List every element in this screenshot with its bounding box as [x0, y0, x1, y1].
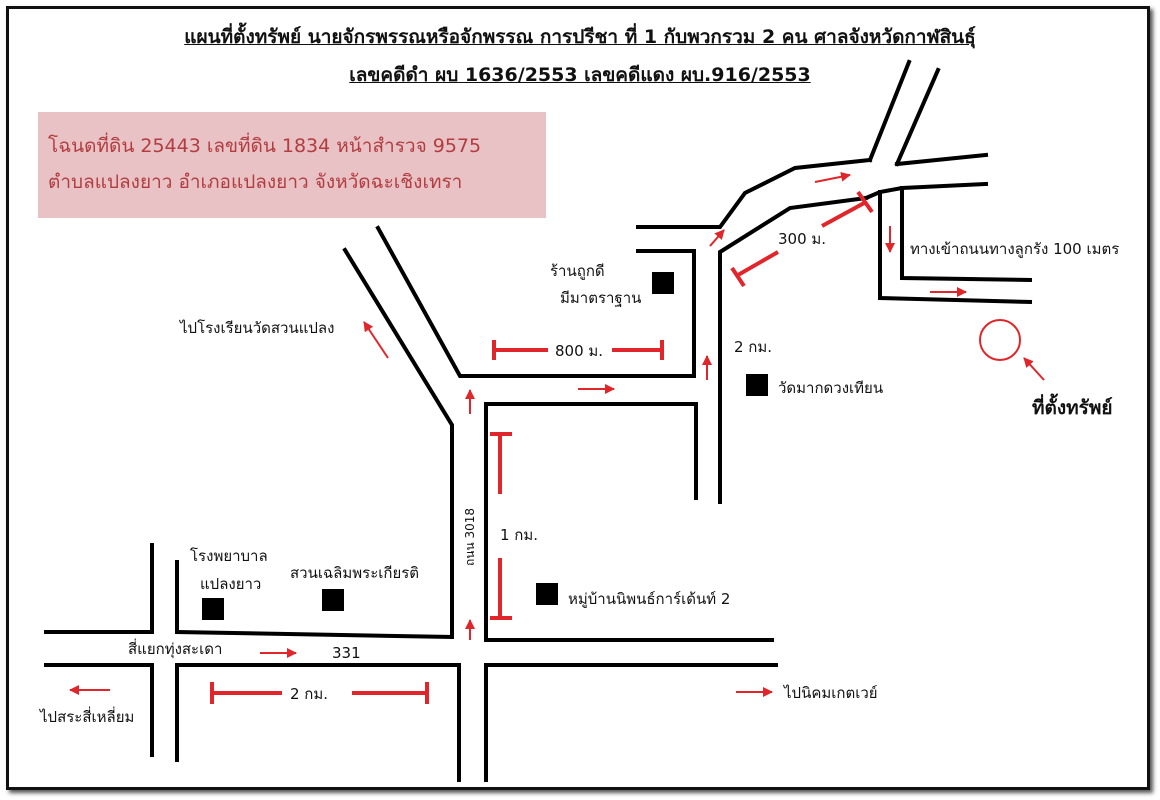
- distance-marker-300m: [730, 190, 874, 288]
- village-marker-icon: [536, 583, 558, 605]
- northeast-road-west-edge: [636, 157, 873, 229]
- distance-marker-800m: [492, 340, 664, 360]
- distance-2km-right-label: 2 กม.: [734, 338, 772, 356]
- road-331-north-edge-mid: [174, 629, 455, 640]
- shop-marker-icon: [652, 272, 674, 294]
- direction-school-label: ไปโรงเรียนวัดสวนแปลง: [179, 319, 334, 337]
- junction-label: สี่แยกทุ่งสะเดา: [128, 638, 222, 659]
- dirt-road-north-edge: [900, 186, 1033, 283]
- temple-label: วัดมากดวงเทียน: [778, 379, 883, 397]
- temple-marker-icon: [746, 374, 768, 396]
- shop-label-line1: ร้านถูกดี: [550, 262, 605, 280]
- direction-sra-si-liam-label: ไปสระสี่เหลี่ยม: [39, 706, 134, 726]
- deed-info-line1: โฉนดที่ดิน 25443 เลขที่ดิน 1834 หน้าสำรว…: [48, 135, 482, 157]
- northeast-road-east-edge: [718, 195, 869, 504]
- distance-2km-bottom-label: 2 กม.: [290, 685, 328, 703]
- dirt-road-entrance-label: ทางเข้าถนนทางลูกรัง 100 เมตร: [910, 240, 1119, 258]
- park-label: สวนเฉลิมพระเกียรติ: [290, 564, 419, 582]
- road-3018-east-edge: [484, 402, 698, 642]
- village-label: หมู่บ้านนิพนธ์การ์เด้นท์ 2: [568, 590, 730, 608]
- distance-300m-label: 300 ม.: [778, 230, 826, 248]
- distance-markers: [210, 190, 874, 704]
- east-road-south-edge: [863, 181, 989, 201]
- road-network: [44, 59, 1033, 782]
- road-3018-label: ถนน 3018: [463, 508, 477, 566]
- deed-info-line2: ตำบลแปลงยาว อำเภอแปลงยาว จังหวัดฉะเชิงเท…: [48, 171, 463, 193]
- landmark-markers: [202, 272, 768, 620]
- land-deed-info-box: โฉนดที่ดิน 25443 เลขที่ดิน 1834 หน้าสำรว…: [38, 112, 546, 218]
- hospital-marker-icon: [202, 598, 224, 620]
- distance-marker-1km: [490, 432, 512, 620]
- east-road-north-edge: [894, 152, 989, 167]
- arrow-right-icon: [814, 171, 851, 183]
- north-road-east-edge: [894, 67, 941, 167]
- distance-800m-label: 800 ม.: [555, 342, 603, 360]
- hospital-label-line1: โรงพยาบาล: [190, 547, 268, 565]
- arrow-to-property-icon: [1023, 357, 1045, 381]
- road-3018-west-edge: [342, 247, 454, 639]
- arrow-up-right-icon: [709, 229, 725, 247]
- case-number-title: เลขคดีดำ ผบ 1636/2553 เลขคดีแดง ผบ.916/2…: [349, 64, 811, 86]
- hospital-label-line2: แปลงยาว: [200, 575, 261, 593]
- map-title: แผนที่ตั้งทรัพย์ นายจักรพรรณหรือจักพรรณ …: [184, 26, 976, 48]
- direction-industrial-label: ไปนิคมเกตเวย์: [783, 684, 878, 702]
- property-location-marker: [979, 319, 1021, 361]
- diagonal-road-inner-edge: [375, 225, 696, 378]
- park-marker-icon: [322, 589, 344, 611]
- road-331-label: 331: [332, 644, 361, 662]
- property-location-label: ที่ตั้งทรัพย์: [1032, 393, 1113, 419]
- distance-marker-2km-bottom: [210, 682, 429, 704]
- north-road-west-edge: [867, 59, 912, 163]
- dirt-road-west-edge: [878, 190, 1033, 305]
- arrow-up-left-icon: [363, 321, 389, 359]
- direction-arrows: [69, 171, 1045, 697]
- distance-1km-label: 1 กม.: [500, 526, 538, 544]
- shop-label-line2: มีมาตราฐาน: [560, 289, 641, 307]
